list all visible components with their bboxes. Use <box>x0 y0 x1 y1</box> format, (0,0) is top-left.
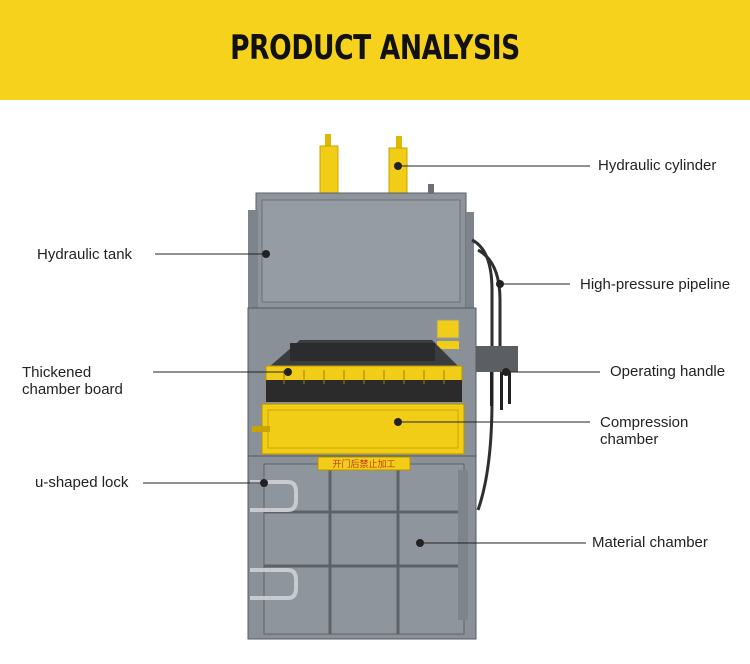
u-shaped-locks <box>250 480 298 600</box>
door-warning-sign: 开门后禁止加工 <box>332 458 395 470</box>
label-thickened-chamber-board: Thickened chamber board <box>22 364 123 398</box>
label-line: Thickened <box>22 364 92 381</box>
label-operating-handle: Operating handle <box>610 363 726 380</box>
label-material-chamber: Material chamber <box>592 534 708 551</box>
thickened-chamber-board <box>265 365 463 402</box>
callouts <box>143 162 600 547</box>
label-line: Compression <box>600 414 689 431</box>
label-line: chamber <box>600 431 659 448</box>
hydraulic-cylinders <box>319 134 408 195</box>
label-hydraulic-cylinder: Hydraulic cylinder <box>598 157 717 174</box>
label-u-shaped-lock: u-shaped lock <box>35 474 129 491</box>
label-compression-chamber: Compression chamber <box>600 414 688 448</box>
hydraulic-tank-section <box>248 184 474 309</box>
compression-chamber <box>252 403 465 455</box>
operating-handle <box>476 346 518 410</box>
header-banner: PRODUCT ANALYSIS <box>0 0 750 100</box>
label-line: chamber board <box>22 381 123 398</box>
label-high-pressure-pipeline: High-pressure pipeline <box>580 276 731 293</box>
page-title: PRODUCT ANALYSIS <box>230 28 520 68</box>
label-hydraulic-tank: Hydraulic tank <box>37 246 133 263</box>
